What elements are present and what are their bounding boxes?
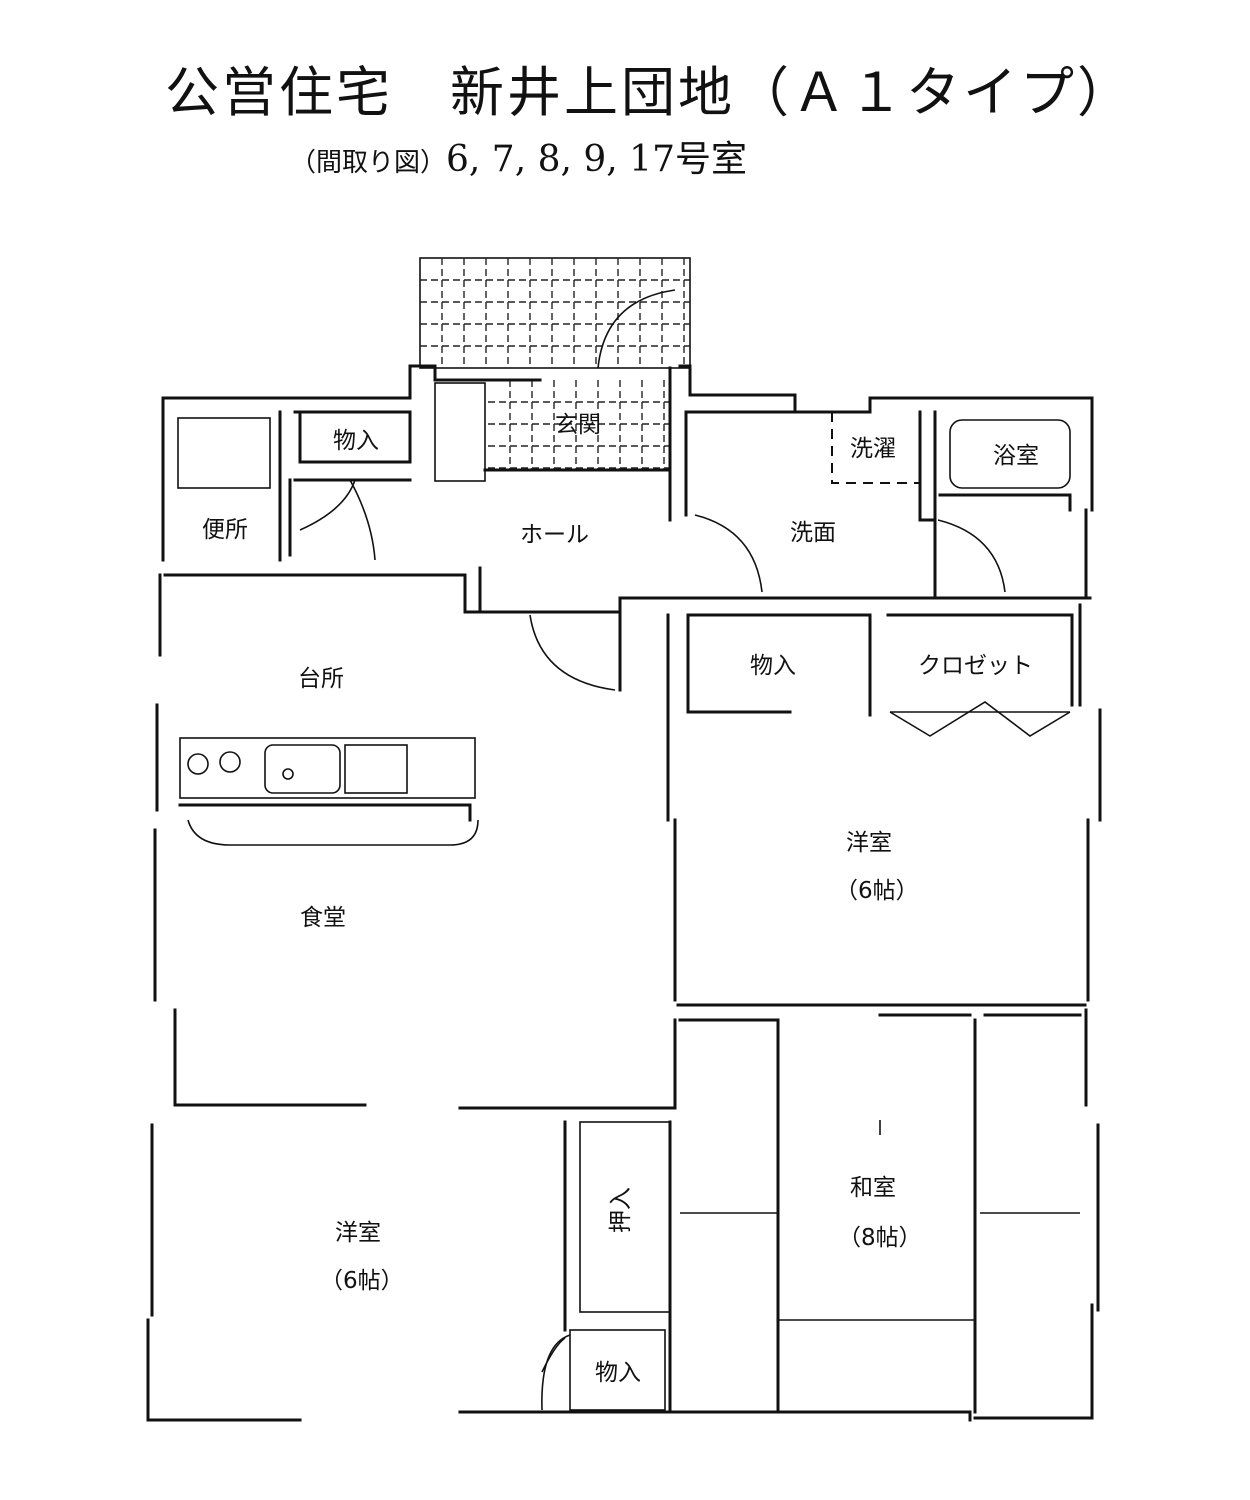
label-japanese-room-size: （8帖） <box>838 1225 922 1251</box>
label-western-room-left: 洋室 <box>335 1220 381 1246</box>
label-push-in-closet: 押入 <box>608 1187 634 1233</box>
label-storage-bottom: 物入 <box>595 1360 641 1386</box>
label-dining: 食堂 <box>300 905 346 931</box>
label-storage-top: 物入 <box>333 428 379 454</box>
subtitle-label: （間取り図） <box>290 148 447 178</box>
porch-tiles <box>419 257 691 470</box>
page-title: 公営住宅 新井上団地（Ａ１タイプ） <box>165 61 1134 124</box>
label-western-room-left-size: （6帖） <box>320 1268 404 1294</box>
label-storage-mid: 物入 <box>750 653 796 679</box>
unit-numbers: 6, 7, 8, 9, 17号室 <box>446 139 747 180</box>
page-subtitle: （間取り図）6, 7, 8, 9, 17号室 <box>290 130 747 182</box>
label-kitchen: 台所 <box>298 666 344 692</box>
label-western-room-right-size: （6帖） <box>835 878 919 904</box>
label-bath: 浴室 <box>993 443 1039 469</box>
label-closet: クロゼット <box>918 653 1033 679</box>
label-western-room-right: 洋室 <box>846 830 892 856</box>
label-washroom: 洗面 <box>790 520 836 546</box>
door-swings <box>299 479 1006 1411</box>
label-toilet: 便所 <box>202 517 248 543</box>
interior-walls <box>163 366 1092 1414</box>
label-entrance: 玄関 <box>555 412 601 438</box>
label-japanese-room: 和室 <box>850 1175 896 1201</box>
label-hall: ホール <box>520 522 589 548</box>
label-laundry: 洗濯 <box>850 436 896 462</box>
